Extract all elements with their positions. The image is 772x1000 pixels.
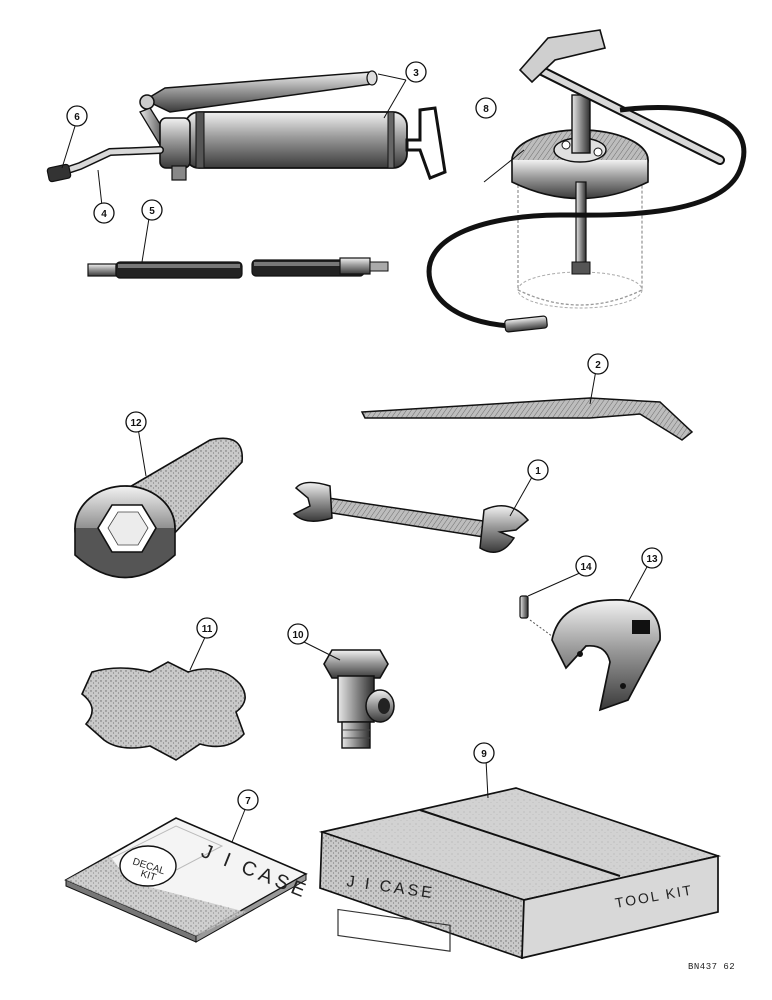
callouts: 1 2 3 4 5 6 7 8 9 10 11 12 13 14 bbox=[61, 61, 663, 843]
pin bbox=[519, 595, 561, 643]
pry-bar bbox=[360, 397, 694, 441]
callout-9: 9 bbox=[481, 749, 487, 760]
callout-11: 11 bbox=[202, 624, 213, 635]
drawing-code: BN437 62 bbox=[688, 962, 736, 972]
bucket-grease-pump bbox=[426, 29, 747, 333]
tee-fitting bbox=[323, 649, 395, 749]
tool-kit-box: J I CASE TOOL KIT bbox=[318, 787, 722, 960]
grease-gun bbox=[46, 70, 447, 183]
callout-13: 13 bbox=[646, 554, 658, 565]
callout-14: 14 bbox=[580, 562, 592, 573]
callout-1: 1 bbox=[535, 466, 541, 477]
callout-4: 4 bbox=[101, 209, 107, 220]
callout-10: 10 bbox=[292, 630, 304, 641]
callout-3: 3 bbox=[413, 68, 419, 79]
callout-2: 2 bbox=[595, 360, 601, 371]
hub-nut-wrench bbox=[74, 437, 243, 579]
callout-8: 8 bbox=[483, 104, 489, 115]
gasket bbox=[81, 661, 246, 761]
callout-5: 5 bbox=[149, 206, 155, 217]
callout-12: 12 bbox=[130, 418, 142, 429]
flexible-hose bbox=[87, 257, 389, 279]
callout-6: 6 bbox=[74, 112, 80, 123]
booklet-seal-line2: KIT bbox=[139, 868, 157, 883]
open-end-wrench bbox=[292, 481, 530, 553]
decal-kit-booklet: J I CASE DECAL KIT bbox=[64, 817, 308, 943]
clevis-yoke bbox=[551, 599, 661, 712]
callout-7: 7 bbox=[245, 796, 251, 807]
